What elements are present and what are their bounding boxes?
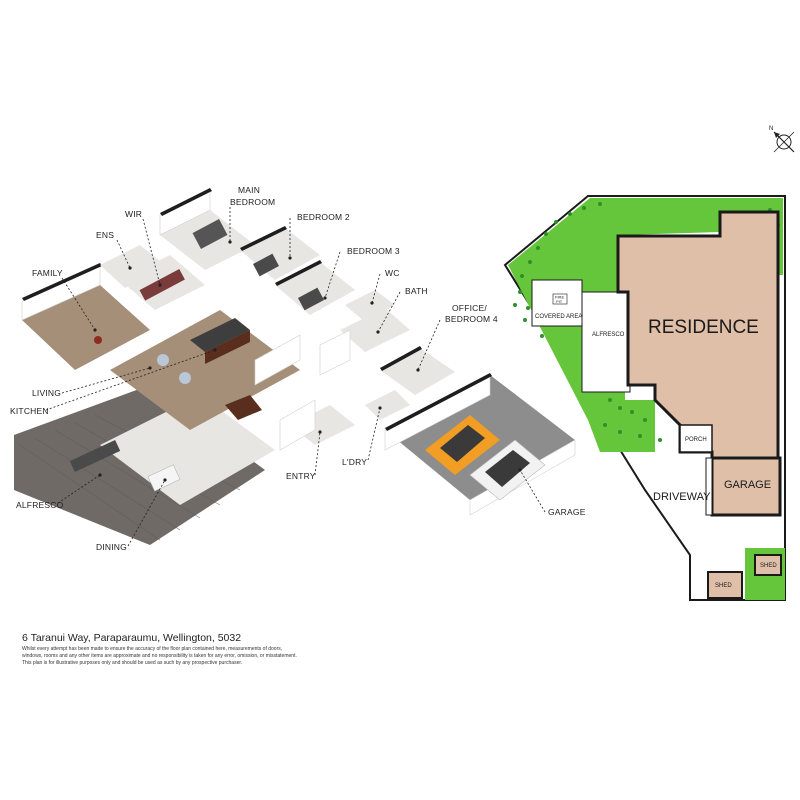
kitchen-bench (205, 330, 250, 364)
label-site-shed-1: SHED (760, 563, 777, 569)
lawn-hedge (508, 198, 783, 452)
dining-floor (100, 395, 275, 505)
site-alfresco (581, 291, 631, 393)
label-wir: WIR (125, 209, 142, 219)
compass-label: N (769, 126, 773, 132)
family-floor (22, 285, 150, 370)
compass-icon: N (769, 126, 795, 153)
wc-floor (345, 290, 395, 322)
bed-3 (298, 287, 324, 311)
label-alfresco: ALFRESCO (16, 500, 64, 510)
main-bed (192, 219, 228, 249)
label-ldry: L'DRY (342, 457, 367, 467)
shed-2 (707, 571, 743, 599)
label-site-covered-area: COVERED AREA (535, 314, 582, 320)
armchair-1 (157, 354, 169, 366)
living-floor (110, 310, 300, 430)
label-main-bedroom-1: MAIN (238, 185, 260, 195)
label-bedroom3: BEDROOM 3 (347, 246, 400, 256)
label-kitchen: KITCHEN (10, 406, 49, 416)
bath-floor (340, 308, 410, 352)
label-family: FAMILY (32, 268, 63, 278)
property-address: 6 Taranui Way, Paraparaumu, Wellington, … (22, 632, 242, 644)
label-ens: ENS (96, 230, 114, 240)
label-entry: ENTRY (286, 471, 316, 481)
label-bath: BATH (405, 286, 428, 296)
label-site-firepit-2: PIT (556, 299, 563, 304)
dining-table (225, 395, 262, 420)
ens-floor (100, 245, 165, 288)
label-office-2: BEDROOM 4 (445, 314, 498, 324)
label-site-garage: GARAGE (724, 479, 771, 491)
label-living: LIVING (32, 388, 61, 398)
label-garage: GARAGE (548, 507, 586, 517)
disclaimer-line-2: windows, rooms and any other items are a… (22, 653, 297, 660)
armchair-2 (179, 372, 191, 384)
label-wc: WC (385, 268, 400, 278)
label-site-residence: RESIDENCE (648, 317, 759, 338)
garage-car-orange (425, 415, 500, 475)
alfresco-lounge (69, 439, 121, 473)
garage-car-white (469, 439, 546, 501)
disclaimer-line-3: This plan is for illustrative purposes o… (22, 660, 243, 667)
floorplan-3d (14, 188, 576, 545)
ldry-floor (365, 390, 410, 420)
kitchen-island (190, 318, 250, 352)
label-site-firepit-1: FIRE (555, 295, 564, 300)
site-garage (710, 456, 782, 517)
wardrobe (139, 268, 185, 301)
alfresco-table (147, 464, 181, 492)
label-bedroom2: BEDROOM 2 (297, 212, 350, 222)
shed-1 (754, 554, 782, 576)
disclaimer-text: Whilst every attempt has been made to en… (22, 646, 402, 668)
disclaimer-line-1: Whilst every attempt has been made to en… (22, 646, 283, 652)
label-dining: DINING (96, 542, 127, 552)
bed-2 (253, 253, 279, 277)
hallway-wall (254, 334, 301, 386)
label-office-1: OFFICE/ (452, 303, 487, 313)
label-site-shed-2: SHED (715, 583, 732, 589)
porch (679, 424, 713, 453)
floorplan-labels: MAIN BEDROOM WIR ENS BEDROOM 2 BEDROOM 3… (10, 185, 586, 552)
label-site-driveway: DRIVEWAY (653, 491, 711, 503)
label-site-alfresco: ALFRESCO (592, 332, 625, 338)
label-site-porch: PORCH (685, 437, 707, 443)
label-main-bedroom-2: BEDROOM (230, 197, 275, 207)
site-plan: FIRE PIT COVERED AREA ALFRESCO RESIDENCE… (503, 195, 786, 601)
fire-pit (552, 293, 568, 305)
family-ottoman (94, 336, 102, 344)
